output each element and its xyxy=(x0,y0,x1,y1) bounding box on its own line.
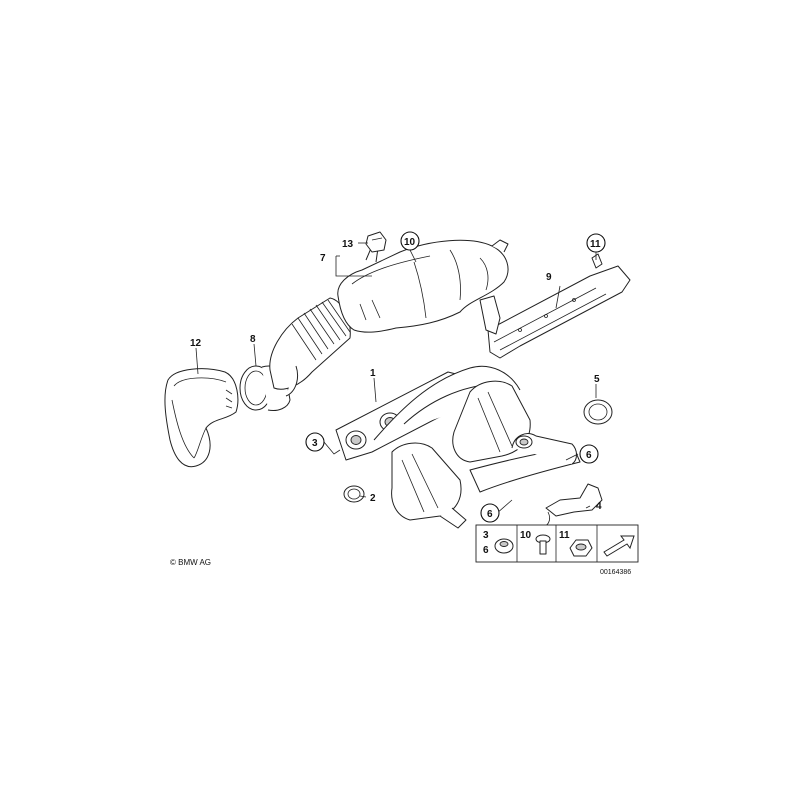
legend-label-10: 10 xyxy=(520,530,532,541)
part-4-bracket xyxy=(539,483,603,527)
callout-6a-circle xyxy=(579,444,599,464)
nut-icon xyxy=(569,539,593,557)
callout-11-circle xyxy=(586,233,606,253)
legend-label-6: 6 xyxy=(483,545,489,556)
part-5-gasket xyxy=(583,399,613,425)
callout-labels: 12 8 7 13 10 11 9 1 3 2 5 6 4 6 xyxy=(190,231,606,523)
callout-10-circle xyxy=(400,231,420,251)
copyright-notice: © BMW AG xyxy=(170,558,211,567)
callout-9: 9 xyxy=(546,272,552,283)
callout-7: 7 xyxy=(320,253,326,264)
callout-13: 13 xyxy=(342,239,354,250)
part-12-air-shroud xyxy=(164,368,239,468)
part-2-gasket xyxy=(343,485,365,503)
callout-2: 2 xyxy=(370,493,376,504)
part-10-heat-shield-upper xyxy=(337,239,509,333)
callout-6a: 6 xyxy=(586,450,592,461)
callout-11: 11 xyxy=(590,239,601,250)
small-parts-legend: 3 6 10 11 xyxy=(475,524,639,563)
part-9-heat-shield-rail xyxy=(479,253,631,359)
diagram-id: 00164386 xyxy=(600,569,631,576)
catalytic-converters xyxy=(391,380,531,529)
callout-5: 5 xyxy=(594,374,600,385)
callout-10: 10 xyxy=(404,237,416,248)
callout-6b-circle xyxy=(480,503,500,523)
arrow-icon xyxy=(603,535,635,557)
callout-8: 8 xyxy=(250,334,256,345)
callout-4: 4 xyxy=(596,501,602,512)
legend-label-3: 3 xyxy=(483,530,489,541)
callout-3: 3 xyxy=(312,438,318,449)
callout-12: 12 xyxy=(190,338,202,349)
legend-label-11: 11 xyxy=(559,530,570,541)
callout-3-circle xyxy=(305,432,325,452)
callout-6b: 6 xyxy=(487,509,493,520)
callout-1: 1 xyxy=(370,368,376,379)
intake-bellows xyxy=(269,297,351,397)
part-13-clip xyxy=(365,231,387,253)
downpipe xyxy=(469,433,581,493)
bolt-icon xyxy=(535,534,551,555)
